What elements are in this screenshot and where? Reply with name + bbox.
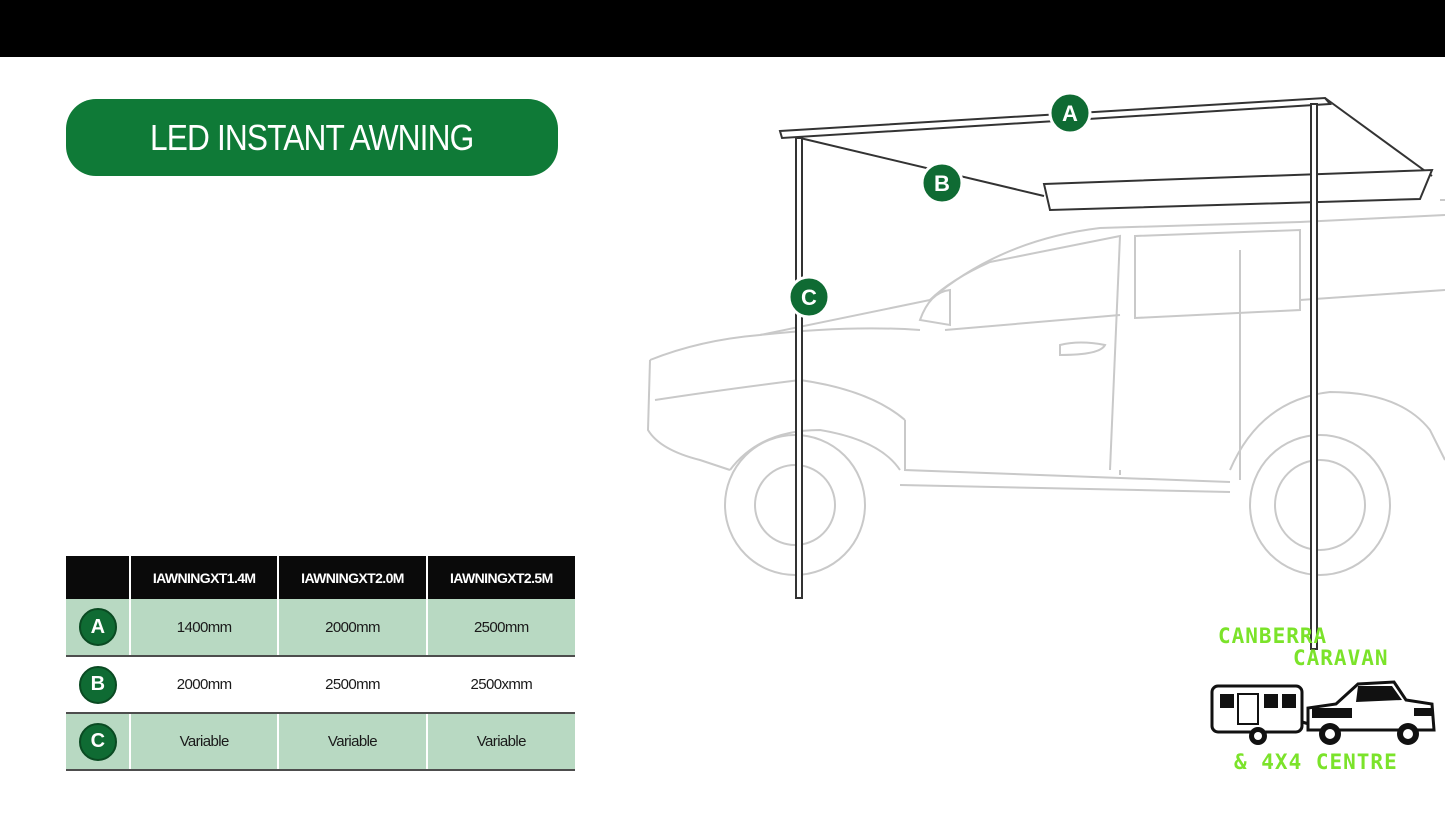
table-cell: 2000mm — [277, 599, 427, 657]
callout-a-label: A — [1062, 101, 1078, 126]
page-title: LED INSTANT AWNING — [150, 116, 474, 158]
logo-text-line3: & 4X4 CENTRE — [1234, 750, 1398, 774]
table-cell: Variable — [425, 713, 575, 771]
callout-b-label: B — [934, 171, 950, 196]
table-cell: 2500mm — [277, 656, 427, 714]
spec-table: IAWNINGXT1.4M IAWNINGXT2.0M IAWNINGXT2.5… — [66, 556, 575, 771]
column-header: IAWNINGXT1.4M — [128, 556, 279, 599]
column-header: IAWNINGXT2.0M — [277, 556, 427, 599]
table-cell: 2500mm — [425, 599, 575, 657]
title-banner: LED INSTANT AWNING — [66, 99, 558, 176]
label-badge-b: B — [78, 665, 117, 704]
row-label-cell: C — [66, 713, 130, 771]
dealer-logo: CANBERRA CARAVAN & 4X4 CENTRE — [1200, 622, 1440, 782]
top-black-bar — [0, 0, 1445, 57]
table-cell: Variable — [128, 713, 279, 771]
callout-c-label: C — [801, 285, 817, 310]
table-row: A 1400mm 2000mm 2500mm — [66, 599, 575, 657]
column-header: IAWNINGXT2.5M — [425, 556, 575, 599]
awning-vehicle-diagram: A B C — [646, 91, 1445, 650]
callout-b: B — [920, 161, 964, 205]
row-label-cell: B — [66, 656, 130, 714]
table-corner-cell — [66, 556, 130, 599]
logo-text-line1: CANBERRA — [1218, 624, 1328, 648]
row-label-cell: A — [66, 599, 130, 657]
table-cell: Variable — [277, 713, 427, 771]
logo-text-line2: CARAVAN — [1293, 646, 1389, 670]
table-row: B 2000mm 2500mm 2500xmm — [66, 656, 575, 714]
vehicle-outline — [646, 199, 1445, 576]
callout-a: A — [1048, 91, 1092, 135]
table-cell: 2500xmm — [425, 656, 575, 714]
label-badge-a: A — [78, 608, 117, 646]
table-row: C Variable Variable Variable — [66, 713, 575, 771]
callout-c: C — [787, 275, 831, 319]
table-cell: 2000mm — [128, 656, 279, 714]
awning-frame — [778, 96, 1434, 650]
table-cell: 1400mm — [128, 599, 279, 657]
label-badge-c: C — [78, 722, 117, 761]
table-header-row: IAWNINGXT1.4M IAWNINGXT2.0M IAWNINGXT2.5… — [66, 556, 575, 599]
caravan-and-ute-icon — [1210, 680, 1436, 745]
